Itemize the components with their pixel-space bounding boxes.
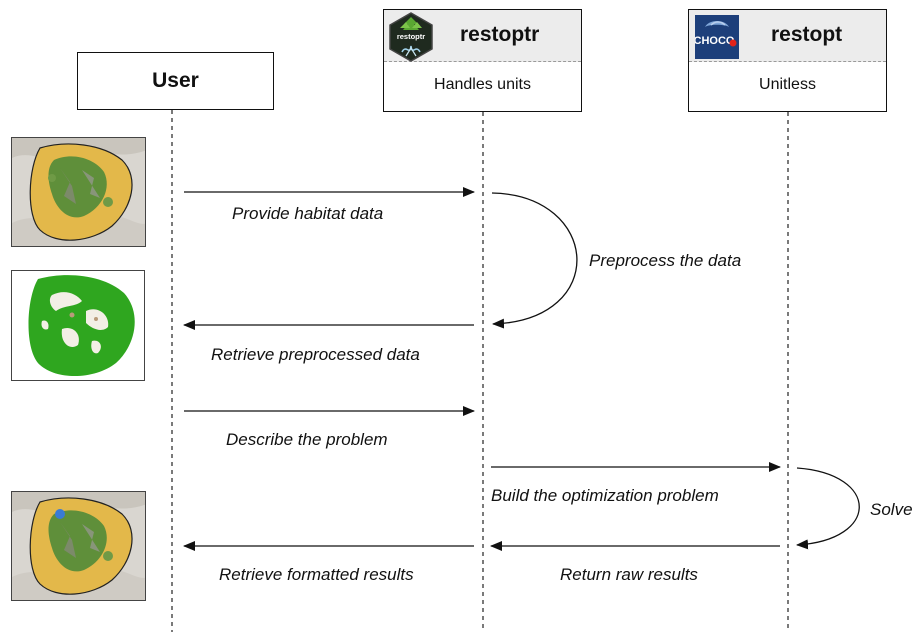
- message-describe-problem: Describe the problem: [226, 430, 388, 449]
- message-build-problem: Build the optimization problem: [491, 486, 719, 505]
- restopt-actor-box: CHOCO restopt Unitless: [688, 9, 887, 112]
- restoptr-actor-title: restoptr: [460, 23, 540, 46]
- choco-logo-icon: CHOCO: [695, 15, 739, 59]
- message-provide-habitat: Provide habitat data: [232, 204, 384, 223]
- arrow-preprocess: [491, 192, 578, 329]
- habitat-map-image: [12, 138, 145, 246]
- choco-logo-text: CHOCO: [695, 35, 735, 47]
- habitat-map-thumbnail: [11, 137, 146, 247]
- preprocessed-data-thumbnail: [11, 270, 145, 381]
- message-return-raw: Return raw results: [560, 565, 698, 584]
- formatted-results-thumbnail: [11, 491, 146, 601]
- restoptr-actor-box: restoptr restoptr Handles units: [383, 9, 582, 112]
- message-preprocess: Preprocess the data: [589, 251, 742, 270]
- restoptr-actor-subtitle: Handles units: [434, 76, 531, 93]
- preprocessed-data-image: [12, 271, 144, 380]
- message-solve: Solve: [870, 500, 913, 519]
- user-actor-box: User: [77, 52, 274, 110]
- restopt-actor-title: restopt: [771, 23, 843, 46]
- restoptr-logo-icon: restoptr: [389, 12, 433, 62]
- formatted-results-image: [12, 492, 145, 600]
- user-actor-title: User: [152, 69, 199, 92]
- restoptr-logo-text: restoptr: [397, 32, 425, 41]
- message-retrieve-preprocessed: Retrieve preprocessed data: [211, 345, 420, 364]
- message-retrieve-formatted: Retrieve formatted results: [219, 565, 414, 584]
- arrow-solve: [796, 467, 860, 550]
- restopt-actor-subtitle: Unitless: [759, 76, 816, 93]
